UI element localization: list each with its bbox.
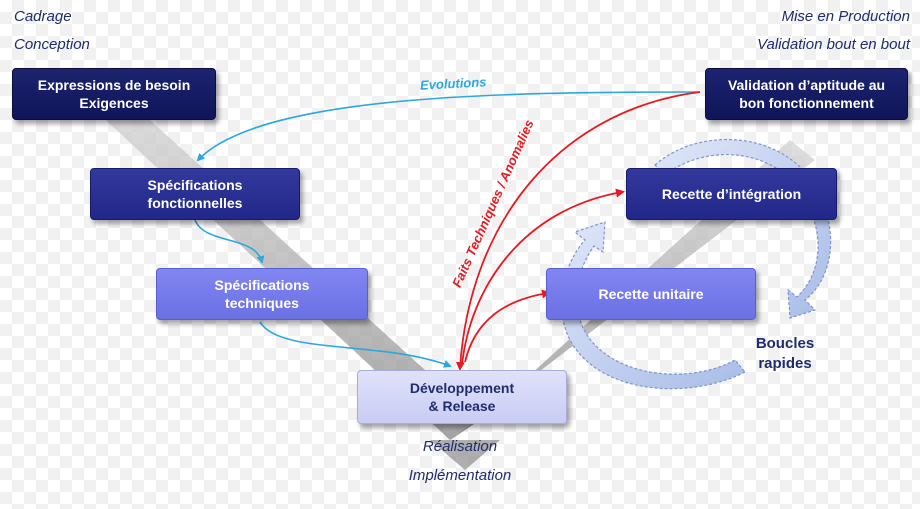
label-realisation: Réalisation [422,438,498,455]
arrow-fonc-to-tech [194,219,265,264]
arrow-tech-to-dev [259,321,452,368]
arrow-anomalies-unitaire [464,289,551,363]
label-conception: Conception [14,36,90,53]
label-boucles-rapides: Boucles rapides [755,335,815,372]
arrow-anomalies-integration [461,188,625,366]
label-mise-en-production: Mise en Production [781,8,910,25]
box-specifications-fonctionnelles: Spécifications fonctionnelles [90,168,300,220]
label-cadrage: Cadrage [14,8,72,25]
box-validation-aptitude: Validation d’aptitude au bon fonctionnem… [705,68,908,120]
box-specifications-techniques: Spécifications techniques [156,268,368,320]
label-validation-bout-en-bout: Validation bout en bout [757,36,910,53]
label-implementation: Implémentation [408,467,512,484]
box-developpement-release: Développement & Release [357,370,567,424]
boucles-loop-arrow [560,138,832,390]
arrow-evolutions [196,91,701,162]
box-recette-integration: Recette d’intégration [626,168,837,220]
box-recette-unitaire: Recette unitaire [546,268,756,320]
arrow-anomalies-validation [455,91,701,371]
box-expressions-de-besoin: Expressions de besoin Exigences [12,68,216,120]
v-shape-bottom [430,440,500,470]
